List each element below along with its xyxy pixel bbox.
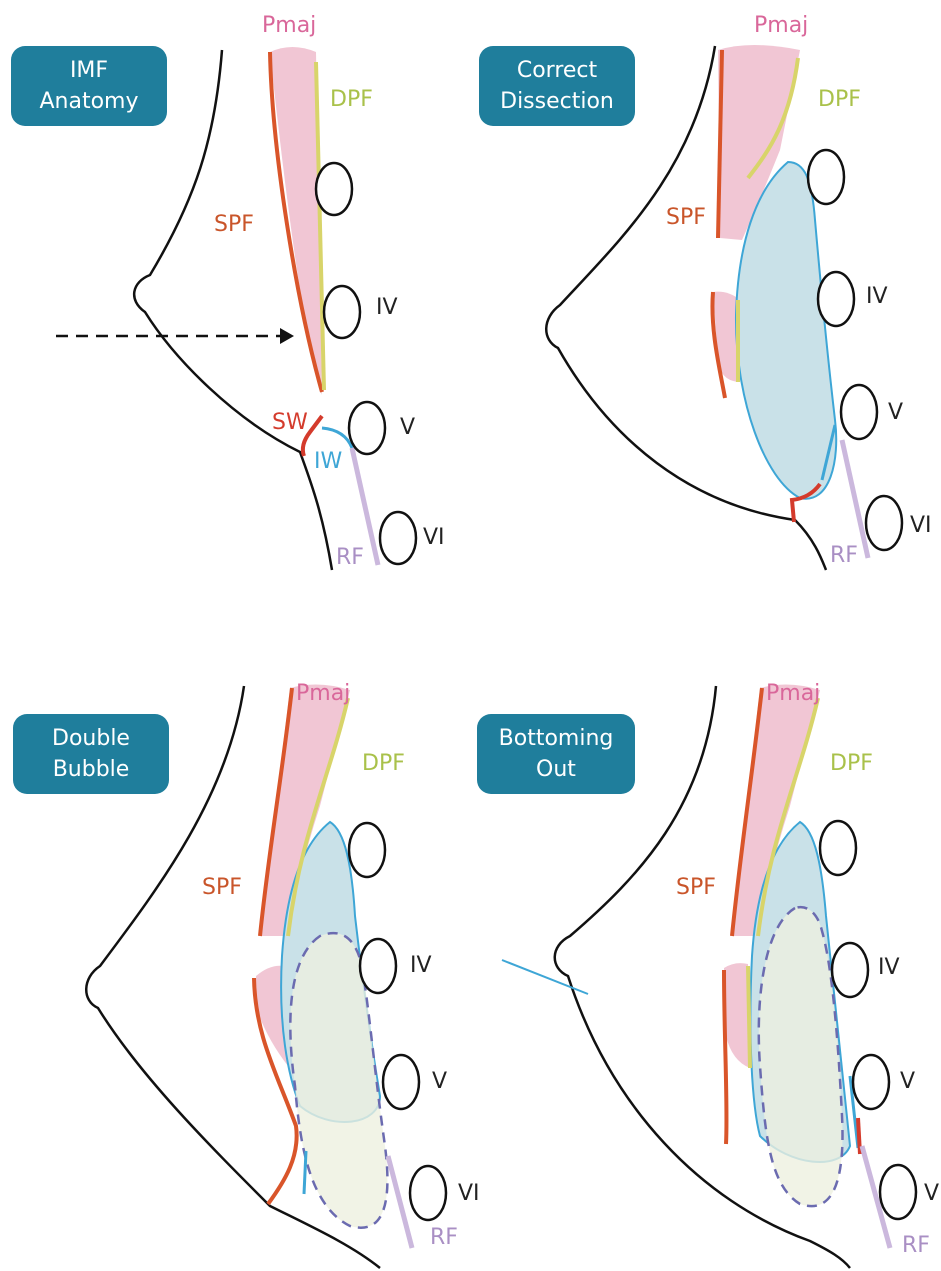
label-v: V: [432, 1070, 447, 1094]
title-line-1: IMF: [11, 55, 167, 86]
rib-vi: [880, 1165, 916, 1219]
rib-vi: [866, 496, 902, 550]
label-v: V: [888, 401, 903, 425]
panel-double-bubble: Double Bubble Pmaj DPF SPF IV V VI RF: [0, 636, 470, 1271]
label-spf: SPF: [202, 876, 242, 900]
label-pmaj: Pmaj: [754, 14, 808, 38]
label-rf: RF: [830, 544, 858, 568]
rib-vi: [380, 512, 416, 564]
rib-v: [383, 1055, 419, 1109]
rib-iv: [324, 286, 360, 338]
dpf-line-lower: [748, 966, 750, 1068]
panel-imf-anatomy: IMF Anatomy Pmaj DPF SPF IV SW V IW VI R…: [0, 0, 470, 635]
rib-v: [349, 402, 385, 454]
title-line-2: Anatomy: [11, 86, 167, 117]
label-v: V: [900, 1070, 915, 1094]
label-iv: IV: [376, 296, 398, 320]
label-pmaj: Pmaj: [766, 682, 820, 706]
iw-line: [304, 1151, 306, 1194]
label-iw: IW: [314, 450, 342, 474]
panel-correct-dissection: Correct Dissection Pmaj DPF SPF IV V VI …: [470, 0, 940, 635]
rib-iv: [360, 939, 396, 993]
title-line-2: Out: [477, 754, 635, 785]
panel-title-badge: Bottoming Out: [477, 714, 635, 794]
label-iv: IV: [410, 954, 432, 978]
rib-iv: [818, 272, 854, 326]
rib-upper: [316, 163, 352, 215]
label-vi: V: [924, 1182, 939, 1206]
rf-line: [842, 440, 868, 558]
panel-title-badge: IMF Anatomy: [11, 46, 167, 126]
label-pmaj: Pmaj: [296, 682, 350, 706]
label-spf: SPF: [666, 206, 706, 230]
label-dpf: DPF: [330, 88, 373, 112]
nipple-marker: [502, 960, 588, 994]
arrow-head-icon: [280, 328, 294, 344]
label-dpf: DPF: [362, 752, 405, 776]
label-dpf: DPF: [830, 752, 873, 776]
rib-vi: [410, 1166, 446, 1220]
label-pmaj: Pmaj: [262, 14, 316, 38]
panel-title-badge: Double Bubble: [13, 714, 169, 794]
label-spf: SPF: [676, 876, 716, 900]
title-line-2: Bubble: [13, 754, 169, 785]
label-rf: RF: [902, 1234, 930, 1258]
label-sw: SW: [272, 411, 308, 435]
title-line-1: Correct: [479, 55, 635, 86]
panel-bottoming-out: Bottoming Out Pmaj DPF SPF IV V V RF: [470, 636, 940, 1271]
title-line-1: Bottoming: [477, 723, 635, 754]
rib-upper: [808, 150, 844, 204]
sw-line: [858, 1118, 860, 1154]
rib-v: [853, 1055, 889, 1109]
rib-upper: [820, 821, 856, 875]
title-line-1: Double: [13, 723, 169, 754]
label-vi: VI: [910, 514, 932, 538]
label-dpf: DPF: [818, 88, 861, 112]
label-vi: VI: [423, 526, 445, 550]
iw-line: [322, 428, 352, 448]
rib-upper: [349, 823, 385, 877]
label-iv: IV: [878, 956, 900, 980]
label-spf: SPF: [214, 213, 254, 237]
pmaj-muscle: [270, 47, 322, 395]
label-rf: RF: [430, 1226, 458, 1250]
title-line-2: Dissection: [479, 86, 635, 117]
rib-v: [841, 385, 877, 439]
label-rf: RF: [336, 546, 364, 570]
spf-line-lower: [724, 970, 727, 1144]
panel-title-badge: Correct Dissection: [479, 46, 635, 126]
rib-iv: [832, 943, 868, 997]
rf-line: [388, 1156, 412, 1248]
label-v: V: [400, 416, 415, 440]
pmaj-muscle-lower: [724, 963, 750, 1068]
label-iv: IV: [866, 285, 888, 309]
